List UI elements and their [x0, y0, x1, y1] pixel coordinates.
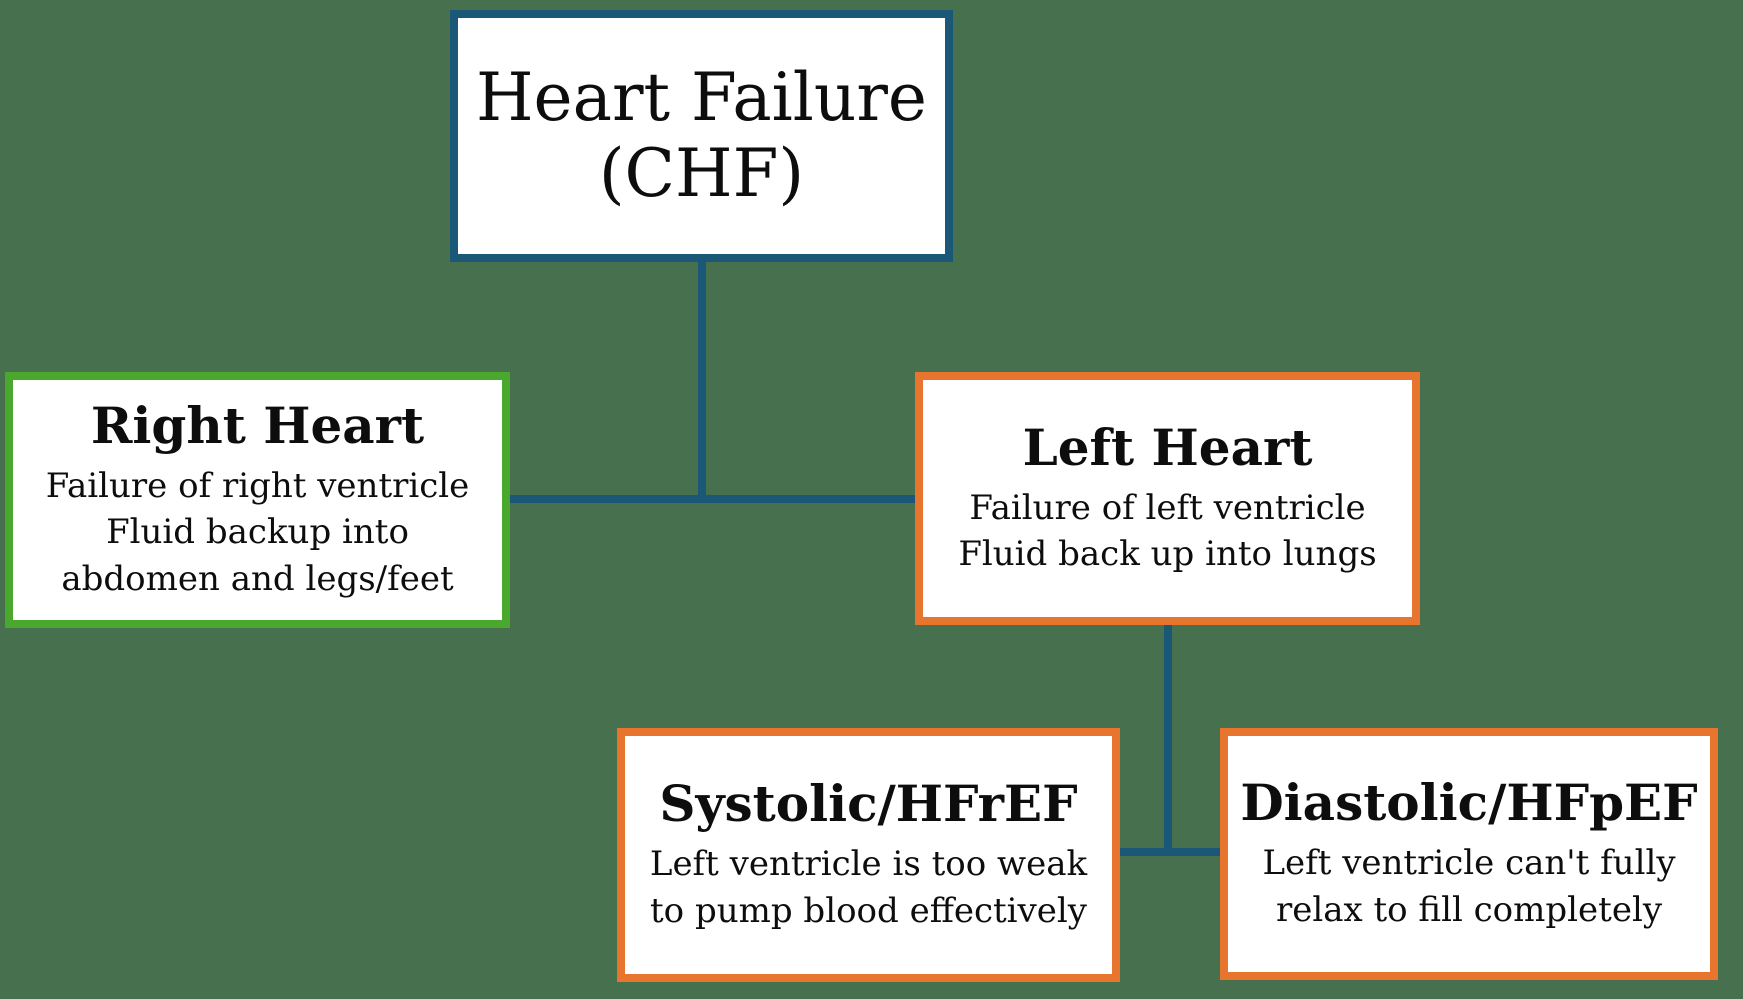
connector-chf-to-branch-vertical: [698, 256, 706, 503]
node-left-heart-description: Failure of left ventricle Fluid back up …: [958, 487, 1377, 574]
node-left-heart-title: Left Heart: [1022, 417, 1313, 477]
node-diastolic-hfpef: Diastolic/HFpEF Left ventricle can't ful…: [1220, 728, 1718, 980]
node-right-heart: Right Heart Failure of right ventricle F…: [5, 372, 510, 628]
node-systolic-hfref: Systolic/HFrEF Left ventricle is too wea…: [617, 728, 1120, 982]
connector-leftheart-to-branch-vertical: [1164, 620, 1172, 856]
node-systolic-hfref-title: Systolic/HFrEF: [659, 774, 1078, 834]
node-diastolic-hfpef-title: Diastolic/HFpEF: [1240, 773, 1698, 833]
node-heart-failure-chf-title: Heart Failure (CHF): [475, 59, 927, 212]
connector-right-left-heart-horizontal: [506, 495, 918, 503]
node-systolic-hfref-description: Left ventricle is too weak to pump blood…: [649, 844, 1088, 931]
node-diastolic-hfpef-description: Left ventricle can't fully relax to fill…: [1262, 843, 1676, 930]
node-right-heart-description: Failure of right ventricle Fluid backup …: [45, 466, 470, 599]
node-heart-failure-chf: Heart Failure (CHF): [450, 10, 953, 262]
node-left-heart: Left Heart Failure of left ventricle Flu…: [915, 372, 1420, 625]
node-right-heart-title: Right Heart: [90, 396, 425, 456]
connector-systolic-diastolic-horizontal: [1116, 848, 1224, 856]
